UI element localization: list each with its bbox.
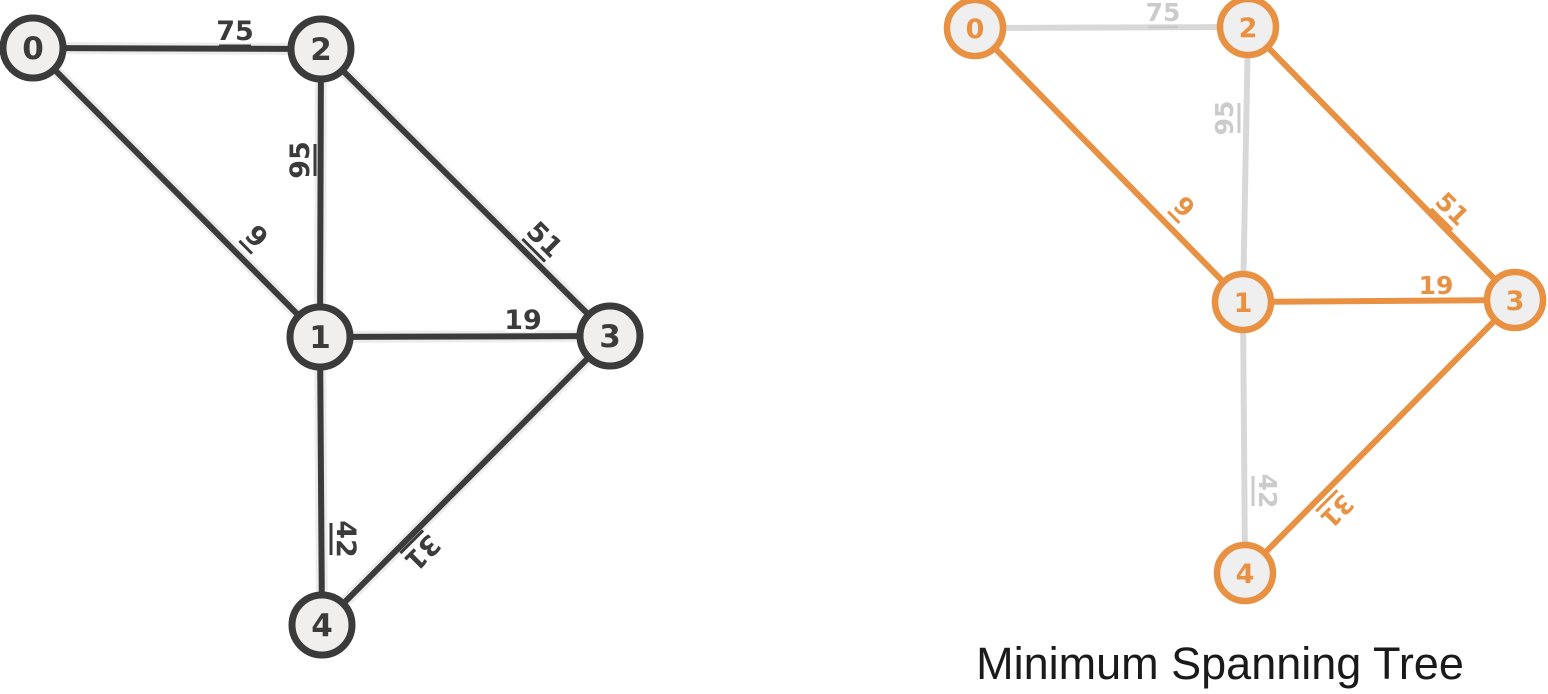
weight-underline: [399, 529, 425, 555]
node-4: 4: [288, 591, 356, 659]
edge-0-2-line: [30, 45, 324, 52]
weight-underline: [1167, 210, 1181, 224]
mst-node-2: 2: [1216, 0, 1280, 59]
weight-text: 51: [1429, 186, 1474, 231]
node-1-circle: [286, 303, 354, 371]
weight-text: 75: [216, 16, 254, 47]
node-0: 0: [0, 14, 67, 82]
node-2-circle: [287, 15, 355, 83]
mst-node-1-circle: [1211, 270, 1275, 334]
node-3-label: 3: [599, 319, 621, 355]
weight-text: 19: [1419, 271, 1454, 300]
mst-graph-panel: 75 9 95 51 19 42: [943, 0, 1547, 605]
edge-1-3-weight: 19: [501, 302, 545, 339]
mst-edge-2-1-weight: 95: [1207, 98, 1242, 139]
mst-edge-1-3-weight: 19: [1416, 268, 1457, 303]
weight-text: 9: [238, 219, 273, 254]
mst-edge-0-1-weight: 9: [1165, 188, 1204, 227]
edge-0-1-line: [30, 45, 323, 340]
mst-node-0-circle: [943, 0, 1007, 60]
mst-node-3-label: 3: [1506, 286, 1525, 317]
mst-node-4-label: 4: [1236, 559, 1255, 590]
mst-edge-3-4-line: [1242, 297, 1518, 576]
mst-edge-1-4-weight: 42: [1250, 471, 1285, 512]
weight-text: 9: [1168, 191, 1201, 224]
node-0-circle: [0, 14, 67, 82]
mst-edge-0-2-line-excluded: [972, 24, 1251, 31]
mst-edge-1-3-line: [1240, 297, 1518, 305]
edge-2-1-weight: 95: [282, 138, 319, 182]
edge-0-1-weight: 9: [235, 216, 276, 257]
weight-underline: [238, 239, 254, 255]
mst-node-2-label: 2: [1239, 13, 1258, 44]
mst-caption: Minimum Spanning Tree: [976, 638, 1464, 689]
mst-node-4-circle: [1213, 541, 1277, 605]
mst-edge-0-2-weight: 75: [1143, 0, 1184, 30]
edge-2-1-line: [317, 46, 324, 340]
mst-node-3-circle: [1483, 268, 1547, 332]
node-2-label: 2: [310, 32, 332, 68]
mst-node-0-label: 0: [966, 14, 985, 45]
weight-text: 95: [1210, 101, 1239, 136]
weight-text: 42: [330, 520, 361, 558]
weight-text: 75: [1146, 0, 1181, 27]
mst-edge-2-1-line-excluded: [1240, 24, 1251, 305]
original-graph-panel: 75 9 95 51 19 42: [0, 13, 644, 659]
node-3: 3: [576, 302, 644, 370]
mst-edge-2-3-weight: 51: [1426, 183, 1477, 234]
weight-underline: [1430, 207, 1454, 231]
weight-text: 19: [504, 305, 542, 336]
mst-node-4: 4: [1213, 541, 1277, 605]
node-0-label: 0: [22, 31, 44, 67]
mst-edge-2-3-line: [1245, 24, 1518, 303]
weight-text: 95: [285, 141, 316, 179]
node-4-label: 4: [311, 608, 333, 644]
weight-underline: [1315, 489, 1339, 513]
node-3-circle: [576, 302, 644, 370]
edge-0-2-weight: 75: [213, 13, 257, 50]
node-2: 2: [287, 15, 355, 83]
edge-1-4-line: [317, 334, 325, 628]
weight-underline: [521, 237, 547, 263]
edge-1-3-line: [317, 333, 613, 340]
edge-3-4-line: [319, 333, 613, 628]
node-1-label: 1: [309, 320, 331, 356]
edge-1-4-weight: 42: [327, 517, 364, 561]
node-1: 1: [286, 303, 354, 371]
mst-node-3: 3: [1483, 268, 1547, 332]
mst-node-1-label: 1: [1234, 288, 1253, 319]
mst-node-2-circle: [1216, 0, 1280, 59]
edge-2-3-line: [318, 46, 613, 339]
mst-edge-1-4-line-excluded: [1240, 299, 1248, 576]
weight-text: 42: [1253, 474, 1282, 509]
mst-node-1: 1: [1211, 270, 1275, 334]
mst-edge-0-1-line: [972, 25, 1246, 305]
mst-node-0: 0: [943, 0, 1007, 60]
node-4-circle: [288, 591, 356, 659]
